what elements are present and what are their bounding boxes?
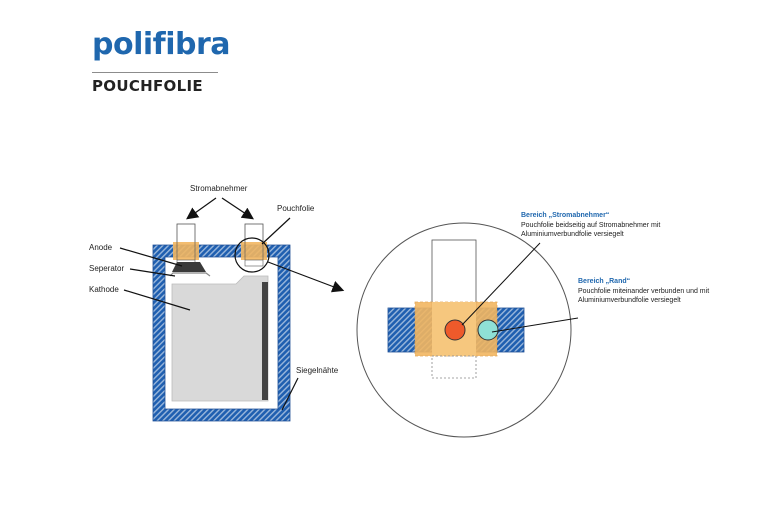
callout-strom-title: Bereich „Stromabnehmer“ bbox=[521, 212, 609, 219]
page-subtitle: POUCHFOLIE bbox=[92, 77, 203, 95]
tab-seal-right bbox=[241, 242, 267, 260]
label-kathode: Kathode bbox=[89, 285, 119, 294]
callout-strom-line2: Aluminiumverbundfolie versiegelt bbox=[521, 231, 624, 238]
label-siegelnaehte: Siegelnähte bbox=[296, 366, 339, 375]
tab-seal-left bbox=[173, 242, 199, 260]
marker-stromabnehmer bbox=[444, 319, 466, 341]
label-seperator: Seperator bbox=[89, 264, 124, 273]
divider bbox=[92, 72, 218, 73]
leader-lines-left bbox=[119, 197, 345, 411]
pouch-cell bbox=[152, 223, 291, 422]
callout-strom-line1: Pouchfolie beidseitig auf Stromabnehmer … bbox=[521, 222, 660, 229]
separator bbox=[169, 272, 211, 277]
callout-rand-line1: Pouchfolie miteinander verbunden und mit bbox=[578, 288, 709, 295]
brand-block: polifibra POUCHFOLIE bbox=[92, 27, 231, 95]
anode bbox=[172, 262, 206, 272]
label-pouchfolie: Pouchfolie bbox=[277, 204, 315, 213]
detail-view bbox=[356, 222, 572, 438]
callout-rand-line2: Aluminiumverbundfolie versiegelt bbox=[578, 297, 681, 304]
label-anode: Anode bbox=[89, 243, 113, 252]
callout-rand-title: Bereich „Rand“ bbox=[578, 278, 630, 285]
marker-rand bbox=[477, 319, 499, 341]
cathode bbox=[171, 275, 269, 402]
detail-tab bbox=[431, 239, 477, 315]
label-stromabnehmer: Stromabnehmer bbox=[190, 184, 248, 193]
polifibra-logo: polifibra bbox=[92, 27, 231, 62]
detail-tab-lower bbox=[431, 355, 477, 379]
cathode-edge bbox=[262, 282, 268, 400]
zoom-circle bbox=[234, 237, 270, 273]
leader-lines-right bbox=[461, 242, 579, 333]
